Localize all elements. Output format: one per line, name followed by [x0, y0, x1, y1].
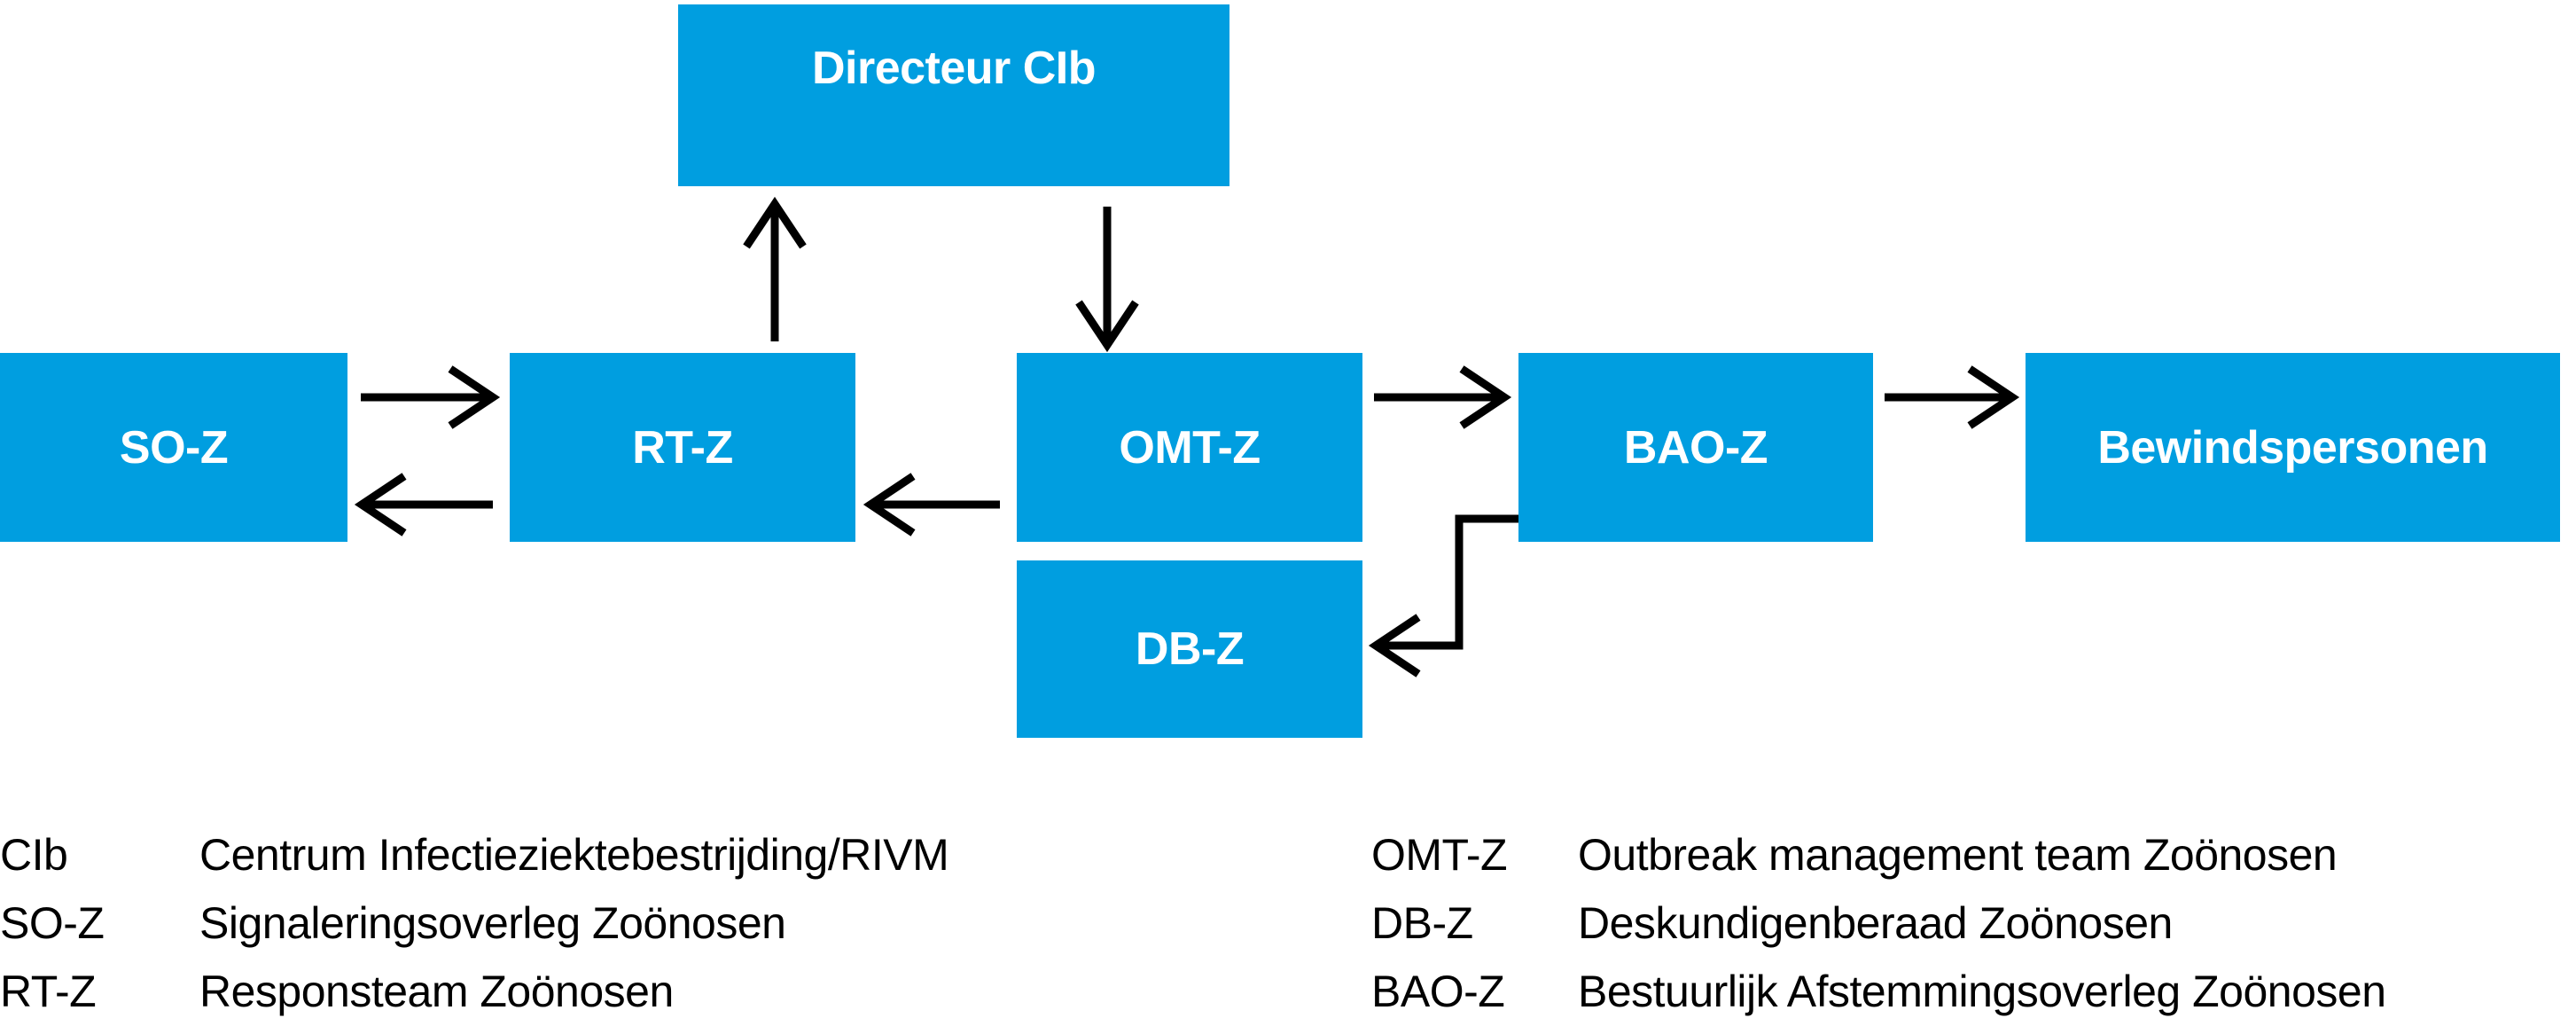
node-db-z: DB-Z: [1017, 560, 1362, 738]
legend-row-so-z: SO-Z Signaleringsoverleg Zoönosen: [0, 889, 948, 958]
legend-term: SO-Z: [0, 898, 105, 948]
legend-right-column: OMT-Z Outbreak management team Zoönosen …: [1371, 821, 2386, 1026]
legend-row-rt-z: RT-Z Responsteam Zoönosen: [0, 958, 948, 1026]
legend-definition: Bestuurlijk Afstemmingsoverleg Zoönosen: [1578, 967, 2386, 1016]
arrow-baoz-to-dbz-elbow: [1368, 514, 1518, 677]
arrow-omtz-to-baoz: [1374, 365, 1512, 429]
node-rt-z: RT-Z: [510, 353, 855, 542]
node-bewindspersonen: Bewindspersonen: [2026, 353, 2560, 542]
legend-row-db-z: DB-Z Deskundigenberaad Zoönosen: [1371, 889, 2386, 958]
node-rt-z-label: RT-Z: [632, 421, 733, 474]
arrow-rtz-to-soz: [354, 473, 493, 536]
arrow-rtz-to-directeur-up: [743, 196, 807, 341]
legend-term: CIb: [0, 830, 68, 880]
legend-term: BAO-Z: [1371, 967, 1505, 1016]
legend-definition: Centrum Infectieziektebestrijding/RIVM: [199, 830, 949, 880]
arrow-baoz-to-bewindspersonen: [1885, 365, 2020, 429]
legend-term: RT-Z: [0, 967, 97, 1016]
legend-row-cib: CIb Centrum Infectieziektebestrijding/RI…: [0, 821, 949, 889]
node-db-z-label: DB-Z: [1135, 623, 1245, 675]
legend-row-omt-z: OMT-Z Outbreak management team Zoönosen: [1371, 821, 2386, 889]
legend-term: DB-Z: [1371, 898, 1473, 948]
node-directeur-cib: Directeur CIb: [678, 4, 1229, 186]
legend-term: OMT-Z: [1371, 830, 1508, 880]
node-so-z: SO-Z: [0, 353, 347, 542]
node-omt-z: OMT-Z: [1017, 353, 1362, 542]
node-omt-z-label: OMT-Z: [1119, 421, 1261, 474]
node-so-z-label: SO-Z: [119, 421, 229, 474]
arrow-directeur-to-omtz-down: [1075, 207, 1139, 353]
node-bao-z: BAO-Z: [1518, 353, 1873, 542]
node-bewindspersonen-label: Bewindspersonen: [2097, 421, 2488, 474]
legend-left-column: CIb Centrum Infectieziektebestrijding/RI…: [0, 821, 949, 1026]
arrow-soz-to-rtz: [361, 365, 501, 429]
legend-definition: Signaleringsoverleg Zoönosen: [199, 898, 786, 948]
node-directeur-cib-label: Directeur CIb: [811, 43, 1097, 94]
arrow-omtz-to-rtz: [863, 473, 1000, 536]
legend-definition: Responsteam Zoönosen: [199, 967, 674, 1016]
legend-definition: Outbreak management team Zoönosen: [1578, 830, 2338, 880]
node-bao-z-label: BAO-Z: [1623, 421, 1768, 474]
legend-definition: Deskundigenberaad Zoönosen: [1578, 898, 2173, 948]
legend-row-bao-z: BAO-Z Bestuurlijk Afstemmingsoverleg Zoö…: [1371, 958, 2386, 1026]
